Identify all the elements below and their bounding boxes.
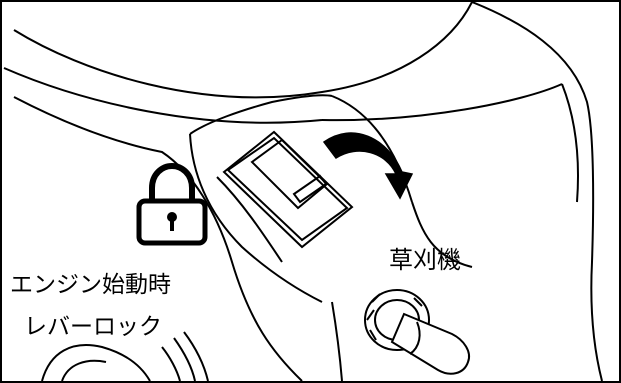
toggle-switch-lever — [390, 312, 470, 375]
toggle-switch-knurl — [366, 293, 423, 341]
lower-contour — [331, 301, 343, 381]
mower-label: 草刈機 — [389, 246, 461, 274]
padlock-icon — [136, 162, 208, 246]
knob-hatch-3 — [183, 331, 209, 381]
rocker-switch-indicator — [292, 174, 328, 204]
panel-lower-curve — [411, 201, 473, 268]
body-left-contour — [13, 96, 303, 381]
dome-edge — [13, 2, 473, 99]
panel-left-edge — [189, 133, 323, 303]
rocker-switch-paddle — [250, 138, 329, 210]
knob-inner-outline — [61, 359, 107, 381]
inner-contour — [216, 176, 283, 263]
curved-arrow-icon — [322, 132, 414, 200]
housing-right-edge — [471, 2, 603, 381]
dome-rim — [3, 67, 323, 124]
rocker-switch-bezel — [226, 136, 349, 242]
knob-hatch-2 — [173, 337, 196, 381]
knob-outline — [41, 344, 151, 381]
engine-start-lock-label-line1: エンジン始動時 — [10, 272, 171, 298]
knob-hatch-1 — [161, 346, 181, 381]
rocker-switch-housing — [222, 130, 354, 249]
engine-start-lock-label-line2: レバーロック — [24, 314, 162, 340]
toggle-switch-nut — [364, 289, 430, 351]
panel-top-edge — [189, 94, 333, 135]
housing-side-crease — [561, 83, 580, 203]
housing-top-crease — [321, 83, 563, 122]
toggle-switch-lever-shade — [409, 321, 421, 355]
